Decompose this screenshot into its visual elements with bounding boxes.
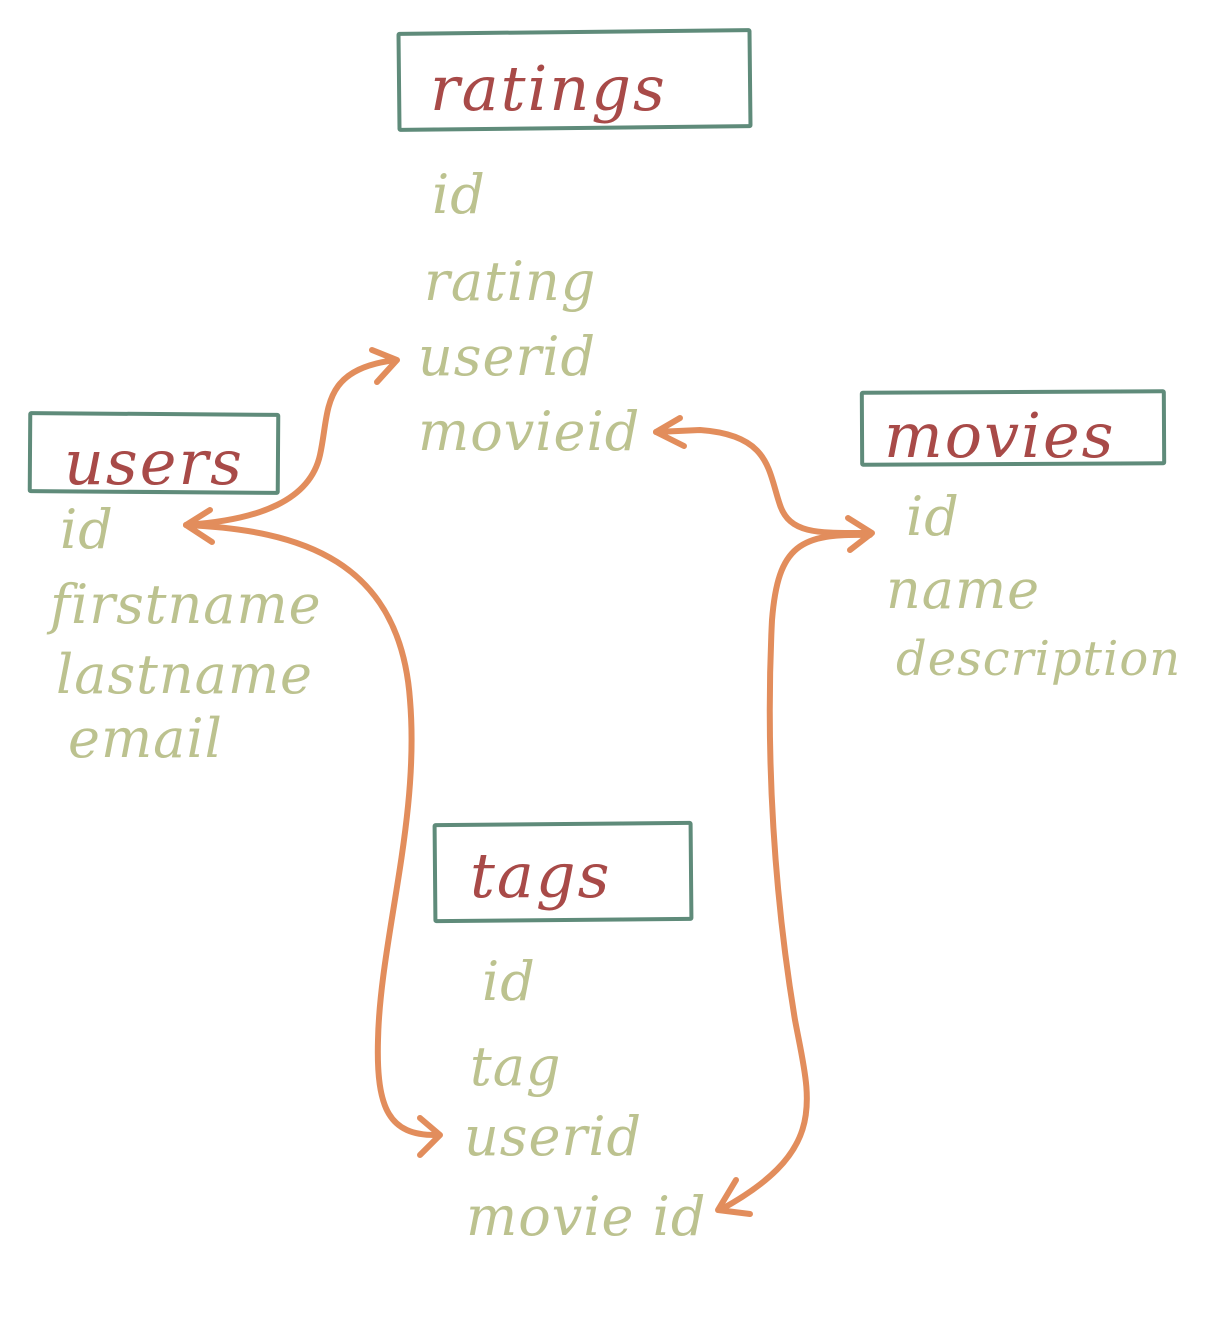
arrowhead-ratings-userid-icon bbox=[369, 347, 400, 385]
tags-field-movie-id: movie id bbox=[466, 1185, 707, 1248]
tags-field-userid: userid bbox=[464, 1105, 643, 1168]
arrowhead-ratings-movieid-icon bbox=[653, 415, 687, 449]
movies-title: movies bbox=[884, 399, 1116, 472]
tags-title: tags bbox=[470, 839, 612, 912]
movies-field-id: id bbox=[906, 485, 960, 548]
relation-users-ratings bbox=[183, 357, 398, 528]
ratings-field-id: id bbox=[432, 163, 486, 226]
relation-movies-tags bbox=[717, 531, 873, 1213]
users-field-id: id bbox=[60, 498, 114, 561]
movies-field-description: description bbox=[896, 631, 1182, 687]
ratings-title: ratings bbox=[430, 52, 667, 125]
users-field-lastname: lastname bbox=[56, 643, 314, 706]
ratings-field-rating: rating bbox=[424, 250, 597, 313]
ratings-field-movieid: movieid bbox=[418, 400, 641, 463]
movies-field-name: name bbox=[886, 558, 1041, 621]
users-title: users bbox=[64, 426, 244, 499]
users-field-firstname: firstname bbox=[50, 573, 322, 636]
arrowhead-tags-movieid-icon bbox=[715, 1177, 753, 1217]
ratings-field-userid: userid bbox=[418, 325, 597, 388]
relation-movies-ratings bbox=[653, 427, 873, 537]
relation-users-tags bbox=[183, 522, 438, 1138]
tags-field-tag: tag bbox=[470, 1035, 562, 1098]
tags-field-id: id bbox=[482, 950, 536, 1013]
users-field-email: email bbox=[68, 707, 223, 770]
arrowhead-tags-userid-icon bbox=[417, 1115, 443, 1158]
